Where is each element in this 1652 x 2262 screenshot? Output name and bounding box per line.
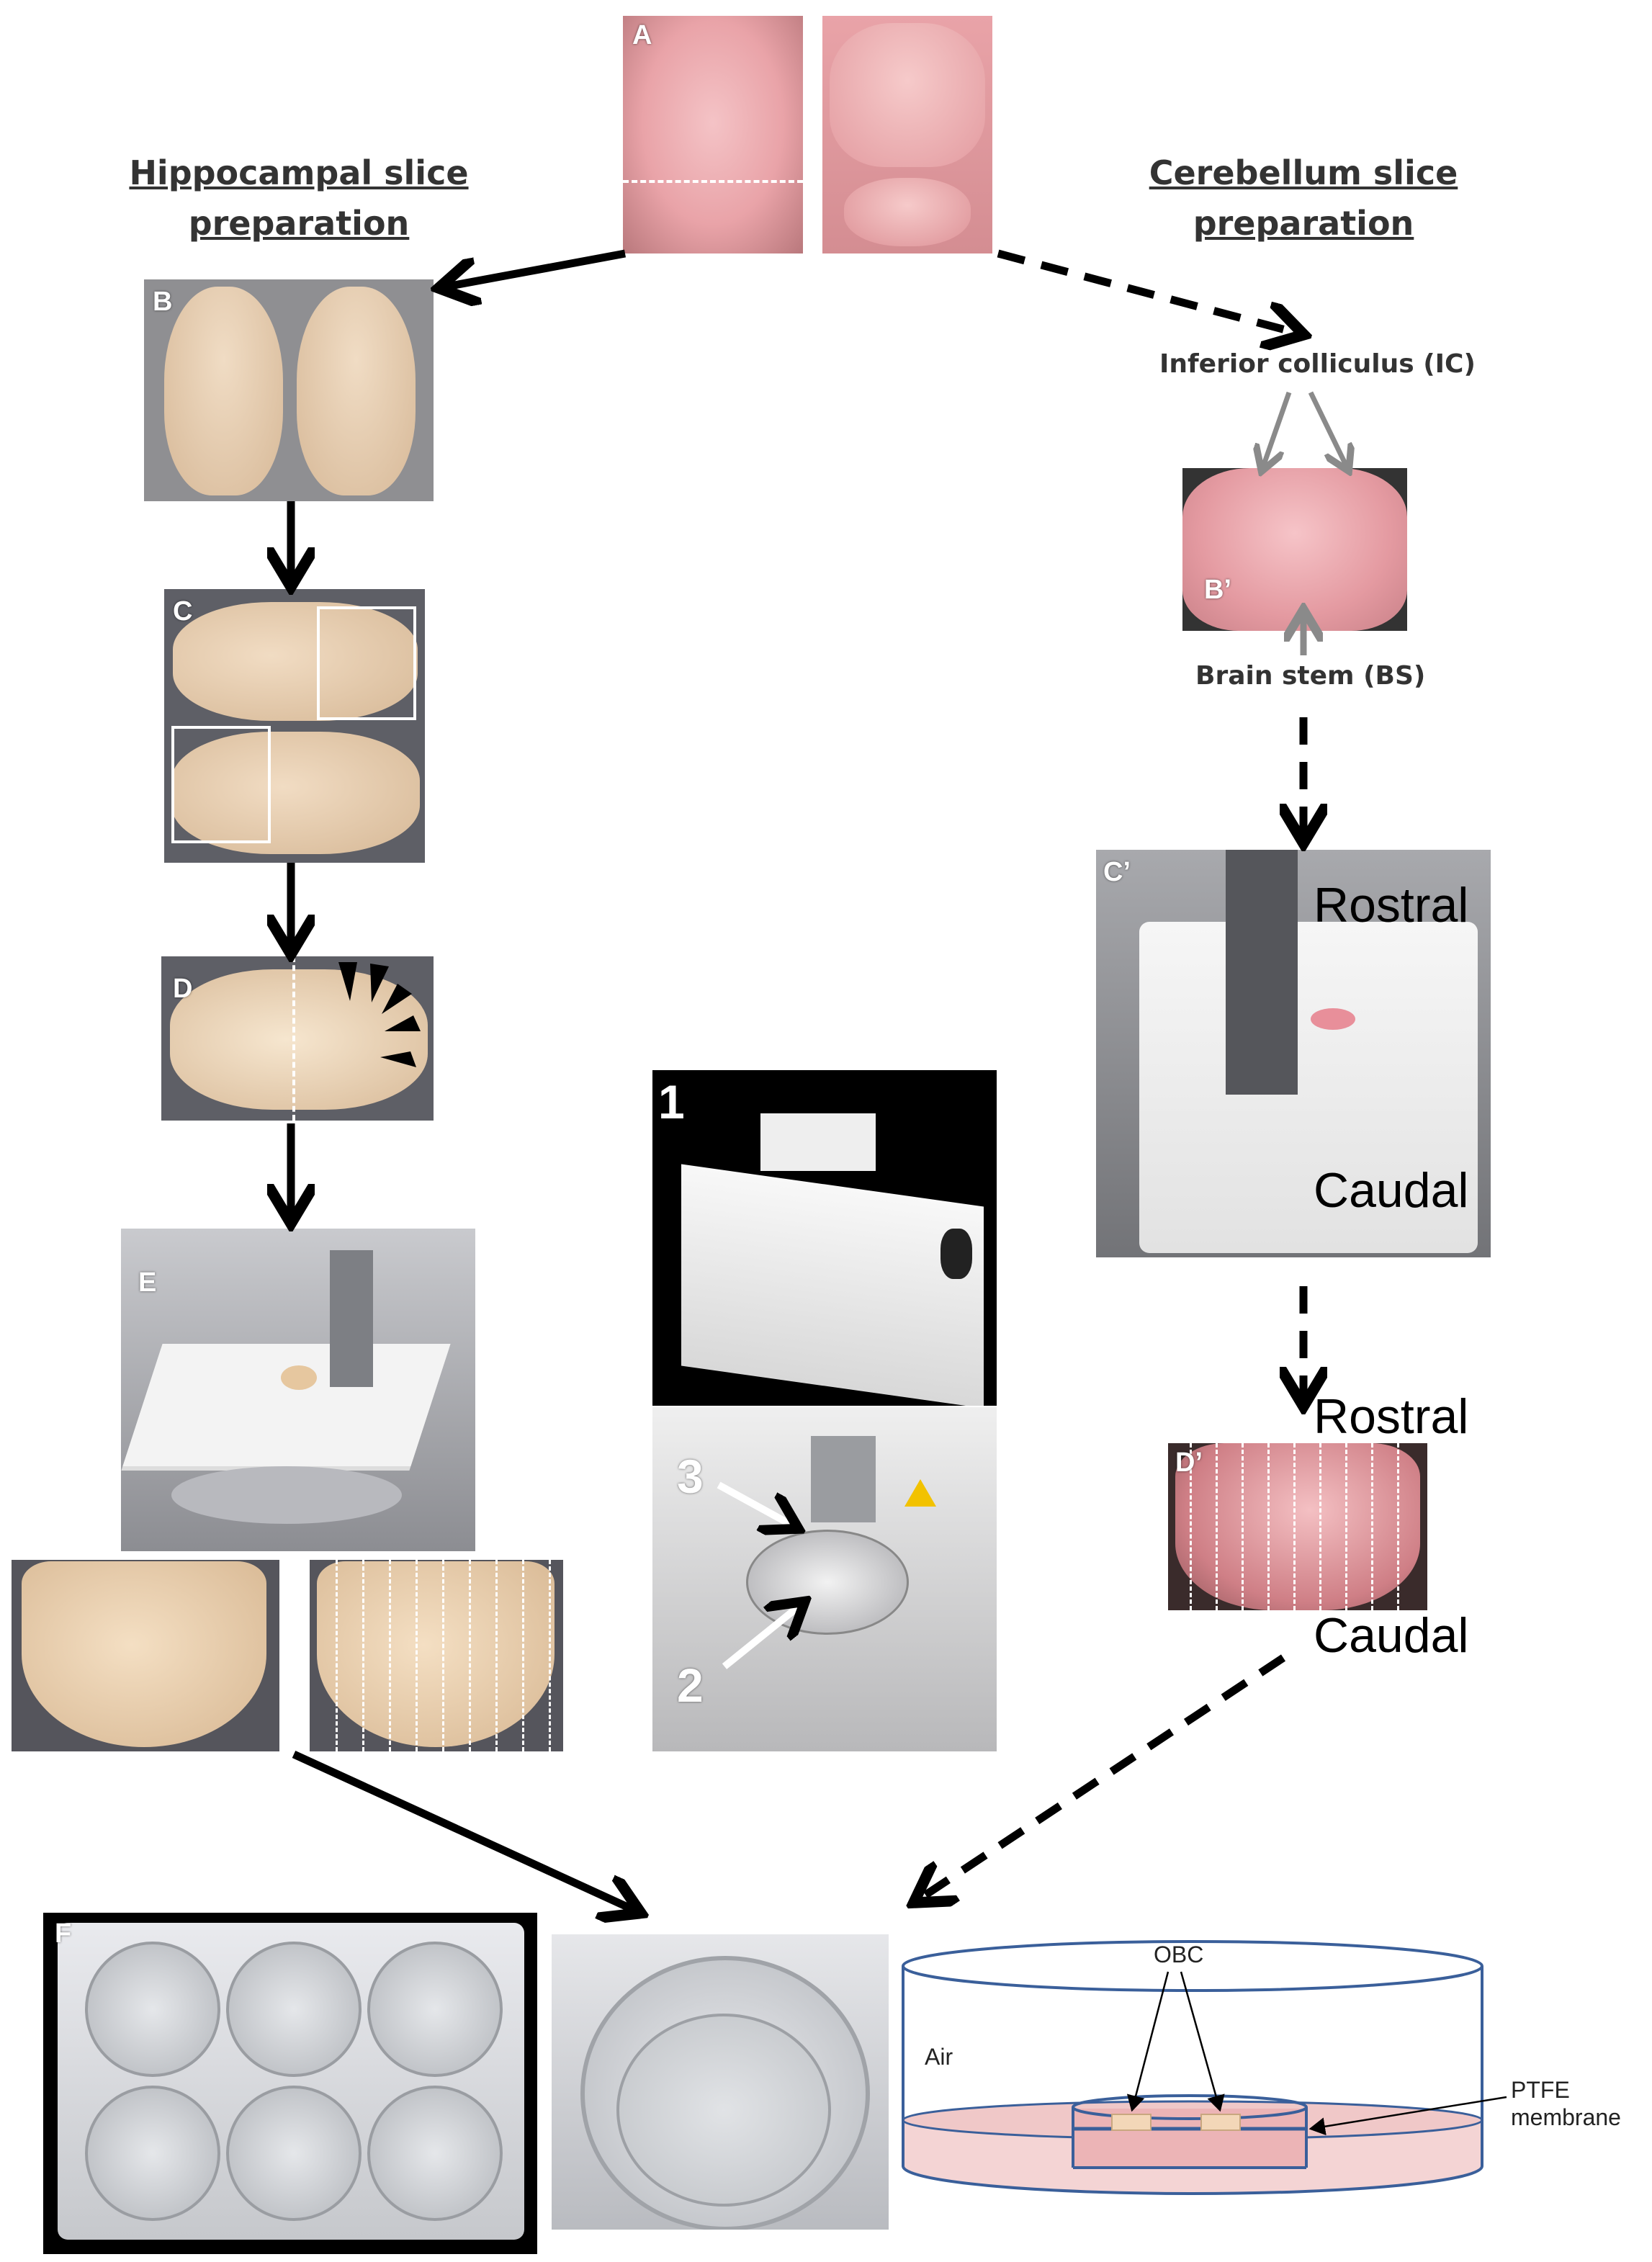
panel-b-label: B (153, 287, 173, 317)
single-well-closeup-photo (552, 1934, 889, 2230)
arrow-ic-left (1263, 391, 1292, 467)
panel-c-label: C (173, 596, 193, 627)
panel-d-cut-line (292, 956, 295, 1121)
schematic-air-label: Air (925, 2044, 953, 2070)
chopper-machine-photo (652, 1070, 997, 1406)
chopper-label-1: 1 (658, 1075, 685, 1128)
culture-insert (616, 2014, 831, 2207)
cerebellum-heading: Cerebellum slice preparation (1149, 153, 1458, 243)
hippocampus-box-top (317, 606, 416, 720)
hippocampus-isolated-photo (12, 1560, 279, 1751)
panel-a-cut-line (623, 180, 803, 183)
obc-slice-right (1200, 2114, 1241, 2131)
d-prime-caudal-label: Caudal (1314, 1608, 1469, 1663)
well-1 (85, 1942, 220, 2077)
panel-a-separated-brain-photo (822, 16, 992, 253)
forebrain-part (830, 23, 985, 167)
chopper-stage-closeup-photo (652, 1407, 997, 1751)
arrow-hippocampus-to-culture (292, 1750, 634, 1910)
d-prime-rostral-label: Rostral (1314, 1389, 1469, 1444)
right-hemisphere (297, 287, 416, 495)
well-5 (226, 2086, 362, 2221)
chopper-label-2: 2 (677, 1659, 704, 1712)
panel-e-tissue-chopper-stage-photo (121, 1229, 475, 1551)
white-cutting-plate (1139, 922, 1478, 1253)
warning-sign (904, 1479, 936, 1507)
obc-pointer-left (1126, 1971, 1170, 2112)
c-prime-rostral-label: Rostral (1314, 878, 1469, 933)
wedge-3 (382, 984, 412, 1014)
panel-c-hemisphere-photo (164, 589, 425, 863)
culture-schematic (902, 1940, 1507, 2195)
panel-c-prime-chopper-stage-photo (1096, 850, 1491, 1257)
obc-pointer-right (1180, 1971, 1225, 2112)
well-2 (226, 1942, 362, 2077)
panel-b-prime-label: B’ (1204, 575, 1231, 605)
wedge-1 (338, 962, 357, 1001)
cerebellum-on-plate (1311, 1008, 1355, 1030)
panel-e-label: E (138, 1267, 157, 1298)
blade-holder (330, 1250, 373, 1387)
chopper-arrow-2 (722, 1606, 799, 1669)
arrow-a-to-b (446, 249, 627, 287)
dish-bottom (902, 2165, 1483, 2195)
well-6 (367, 2086, 503, 2221)
c-prime-caudal-label: Caudal (1314, 1163, 1469, 1218)
panel-d-prime-label: D’ (1175, 1448, 1203, 1478)
c-prime-blade-holder (1226, 850, 1298, 1095)
cerebellum-part (844, 178, 971, 246)
hippocampal-heading: Hippocampal slice preparation (129, 153, 469, 243)
chopper-top-arm (760, 1113, 876, 1171)
slice-lines (336, 1560, 552, 1751)
chopper-blade-arm (811, 1436, 876, 1522)
panel-d-hemisphere-cut-photo (161, 956, 434, 1121)
hippocampus-slice-lines-photo (310, 1560, 563, 1751)
panel-f-label: F (55, 1918, 72, 1949)
arrow-a-to-cerebellum (997, 249, 1296, 333)
hippocampus-tissue-sliced (317, 1561, 555, 1747)
schematic-membrane-label: membrane (1511, 2104, 1621, 2130)
hemisphere-medial-view (173, 602, 418, 721)
hemisphere-section (170, 969, 428, 1110)
schematic-obc-label: OBC (1154, 1942, 1204, 1967)
inferior-colliculus-label: Inferior colliculus (IC) (1159, 349, 1476, 379)
panel-d-wedges (338, 962, 421, 1067)
well-4 (85, 2086, 220, 2221)
chopper-label-3: 3 (677, 1450, 704, 1503)
panel-d-prime-cerebellum-slice-lines-photo (1168, 1443, 1427, 1610)
arrow-cerebellum-to-culture (920, 1654, 1286, 1898)
chopper-arrow-3 (717, 1481, 792, 1525)
brain-stem-label: Brain stem (BS) (1195, 661, 1426, 691)
hippocampus-box-bottom (171, 726, 271, 843)
schematic-ptfe-label: PTFE (1511, 2077, 1570, 2103)
wedge-4 (385, 1015, 421, 1031)
ptfe-pointer (1308, 2096, 1507, 2136)
panel-a-whole-brain-photo (623, 16, 803, 253)
panel-b-hemispheres-photo (144, 279, 434, 501)
stage-base (171, 1466, 402, 1524)
panel-c-prime-label: C’ (1103, 857, 1131, 887)
hippocampus-tissue (22, 1561, 266, 1747)
panel-f-six-well-plate-photo (43, 1913, 537, 2254)
obc-slice-left (1111, 2114, 1152, 2131)
dish-rim (902, 1940, 1483, 1992)
panel-d-label: D (173, 974, 193, 1004)
d-prime-slice-lines (1190, 1443, 1420, 1610)
wedge-5 (380, 1051, 416, 1067)
wedge-2 (370, 964, 389, 1002)
panel-a-label: A (632, 20, 652, 50)
chopper-knob (941, 1229, 972, 1279)
tissue-piece (281, 1365, 317, 1390)
hemisphere-lateral-view (171, 732, 420, 854)
arrow-ic-right (1308, 391, 1347, 467)
left-hemisphere (164, 287, 283, 495)
well-3 (367, 1942, 503, 2077)
